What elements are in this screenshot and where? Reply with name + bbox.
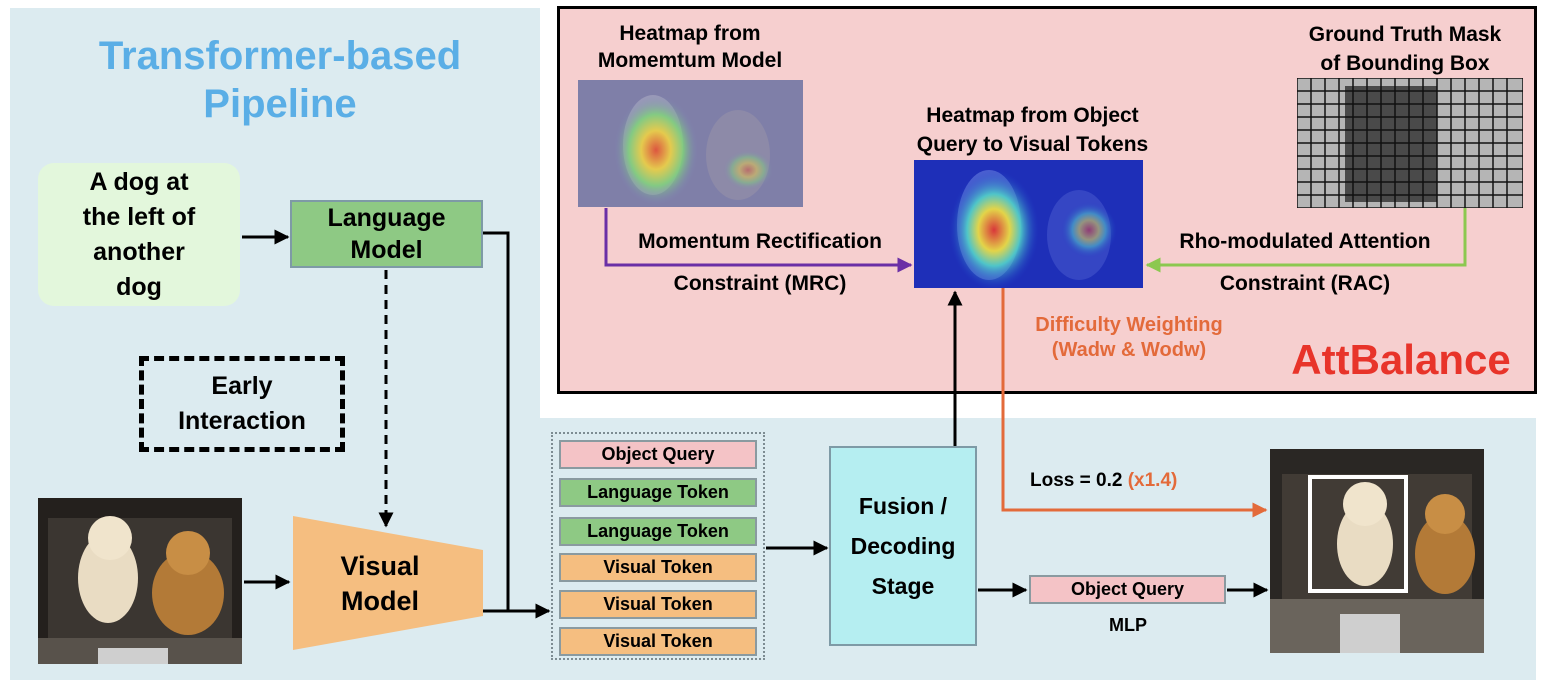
query-heatmap-image	[914, 160, 1143, 288]
pipeline-title-line2: Pipeline	[203, 82, 357, 126]
text-input-box: A dog at the left of another dog	[38, 163, 240, 306]
fusion-line: Fusion /	[858, 493, 948, 519]
loss-label: Loss = 0.2 (x1.4)	[1030, 470, 1250, 492]
pipeline-title: Transformer-based Pipeline	[60, 32, 500, 128]
mrc-label-line2: Constraint (MRC)	[673, 272, 847, 295]
token-label: Visual Token	[603, 557, 713, 577]
gt-mask-image	[1297, 78, 1523, 208]
mrc-label-line1: Momentum Rectification	[638, 230, 882, 253]
arrow-mrc	[604, 208, 913, 273]
rac-label-line2: Constraint (RAC)	[1219, 272, 1391, 295]
early-interaction-box: Early Interaction	[139, 356, 345, 452]
output-query-label: Object Query	[1070, 579, 1185, 599]
token-visual: Visual Token	[559, 590, 757, 619]
output-object-query: Object Query	[1029, 575, 1226, 604]
bounding-box	[1308, 475, 1408, 593]
token-language: Language Token	[559, 517, 757, 546]
fusion-decoding-box: Fusion / Decoding Stage	[829, 446, 977, 646]
text-input-line: another	[93, 237, 185, 266]
visual-model-label: Visual Model	[310, 548, 450, 620]
token-label: Object Query	[601, 444, 715, 464]
text-input-line: A dog at	[89, 167, 189, 196]
token-language: Language Token	[559, 478, 757, 507]
token-object-query: Object Query	[559, 440, 757, 469]
heatmap-momentum-line: Heatmap from	[619, 22, 761, 45]
mask-grid-graphic	[1297, 78, 1523, 208]
mlp-label: MLP	[1109, 615, 1147, 635]
dog-photo-graphic	[38, 498, 242, 664]
difficulty-weighting-label: Difficulty Weighting (Wadw & Wodw)	[1000, 313, 1258, 363]
text-input-line: dog	[116, 272, 162, 301]
token-label: Visual Token	[603, 594, 713, 614]
token-label: Visual Token	[603, 631, 713, 651]
early-interaction-line: Interaction	[178, 407, 306, 435]
language-model-line: Language	[327, 204, 446, 232]
heatmap-momentum-line: Momemtum Model	[597, 49, 783, 72]
text-input-line: the left of	[82, 202, 196, 231]
token-visual: Visual Token	[559, 553, 757, 582]
gt-mask-title: Ground Truth Mask of Bounding Box	[1280, 20, 1530, 78]
heatmap-graphic	[914, 160, 1143, 288]
output-image	[1270, 449, 1484, 653]
attbalance-title: AttBalance	[1291, 336, 1511, 383]
momentum-heatmap-image	[578, 80, 803, 207]
gt-mask-line: Ground Truth Mask	[1308, 23, 1502, 46]
language-model-line: Model	[350, 236, 423, 264]
difficulty-line: (Wadw & Wodw)	[1051, 339, 1207, 361]
pipeline-title-line1: Transformer-based	[98, 34, 462, 78]
early-interaction-line: Early	[211, 372, 273, 400]
token-stack	[551, 432, 765, 660]
token-label: Language Token	[587, 521, 729, 541]
visual-model-line: Model	[341, 586, 419, 616]
fusion-line: Decoding	[850, 533, 956, 559]
token-visual: Visual Token	[559, 627, 757, 656]
heatmap-query-title: Heatmap from Object Query to Visual Toke…	[890, 101, 1175, 159]
heatmap-query-line: Heatmap from Object	[926, 104, 1139, 127]
heatmap-momentum-title: Heatmap from Momemtum Model	[570, 20, 810, 74]
arrow-rac	[1145, 208, 1467, 273]
input-image	[38, 498, 242, 664]
arrow-difficulty-weighting	[1001, 288, 1268, 518]
loss-value: Loss = 0.2	[1030, 470, 1123, 491]
token-label: Language Token	[587, 482, 729, 502]
visual-model-line: Visual	[340, 551, 420, 581]
fusion-line: Stage	[871, 573, 935, 599]
gt-mask-line: of Bounding Box	[1320, 52, 1490, 75]
loss-multiplier: (x1.4)	[1127, 470, 1178, 491]
heatmap-graphic	[578, 80, 803, 207]
dog-photo-graphic	[1270, 449, 1484, 653]
rac-label-line1: Rho-modulated Attention	[1179, 230, 1431, 253]
arrow-lm-to-tokens	[483, 231, 551, 619]
heatmap-query-line: Query to Visual Tokens	[916, 133, 1149, 156]
difficulty-line: Difficulty Weighting	[1035, 314, 1223, 336]
language-model-box: Language Model	[290, 200, 483, 268]
